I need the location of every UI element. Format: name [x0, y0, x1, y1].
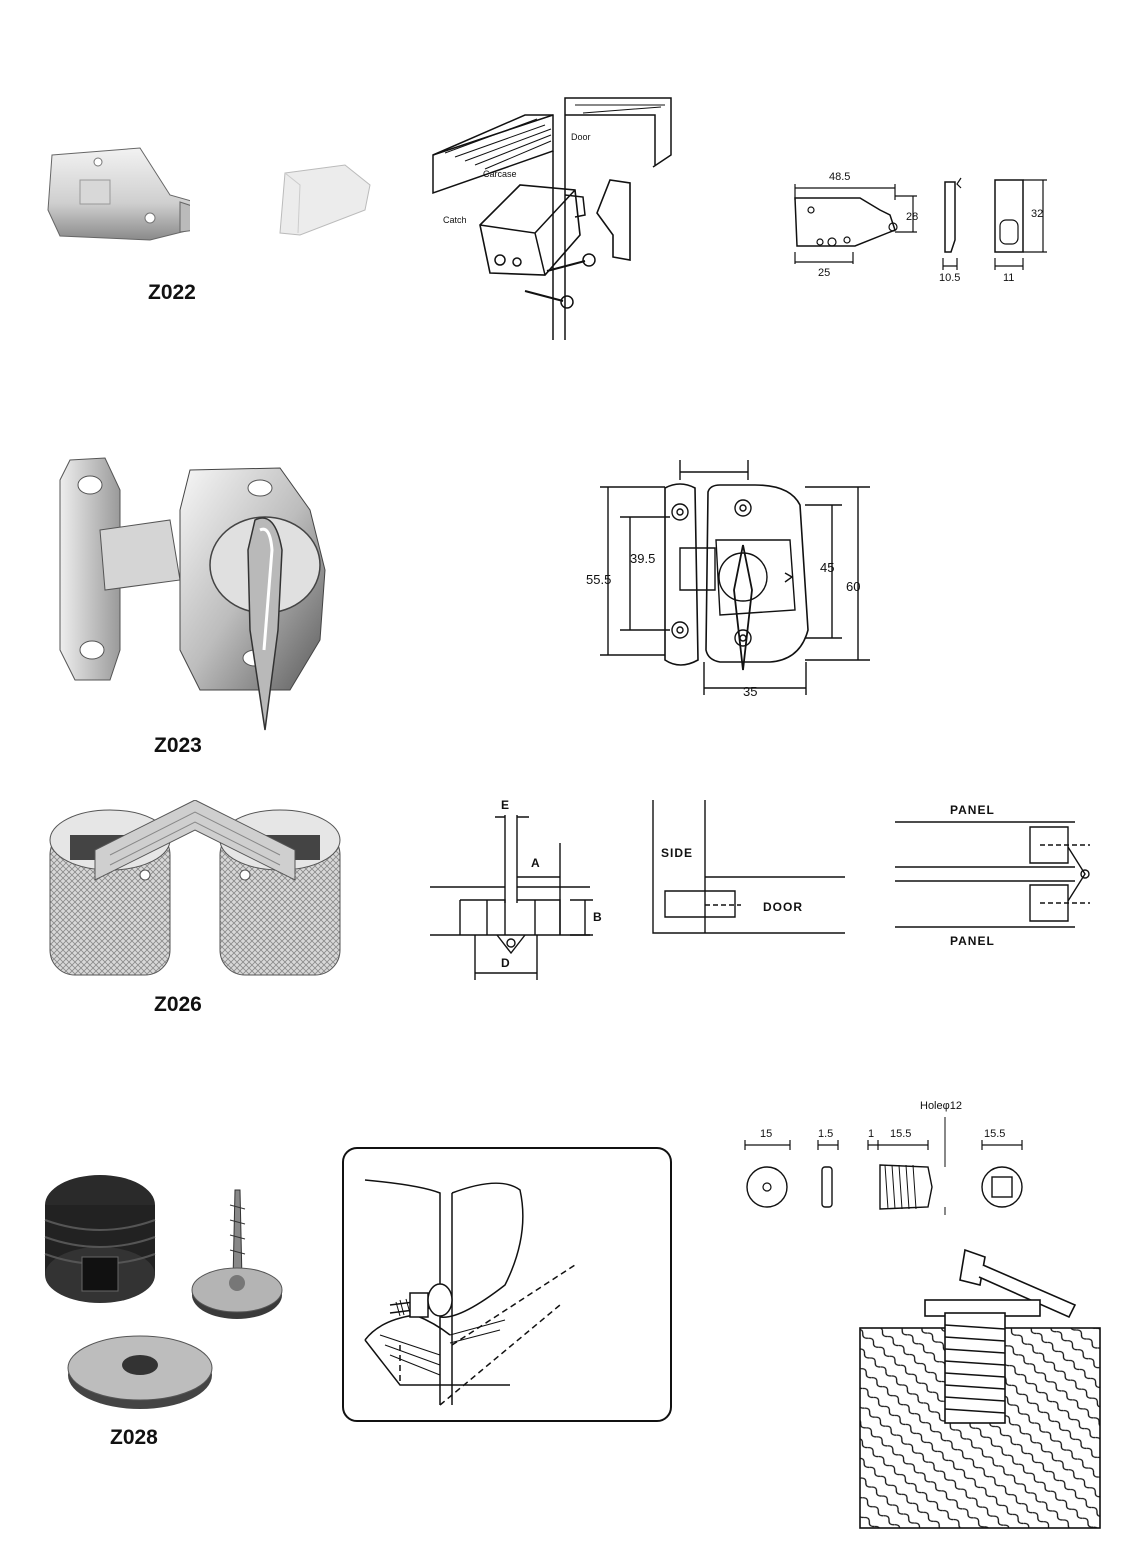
z026-panel-drawing: PANEL PANEL — [895, 803, 1090, 948]
label-carcase: Carcase — [483, 169, 517, 179]
product-code: Z028 — [110, 1426, 158, 1449]
dim-width: 48.5 — [829, 171, 850, 183]
dim-total-height-left: 55.5 — [586, 572, 611, 587]
label-door: Door — [571, 132, 591, 142]
label-side: SIDE — [661, 846, 693, 860]
z023-dimension-drawing: 39.5 55.5 45 60 35 — [586, 460, 870, 699]
z023-sash-fastener-photo — [59, 457, 326, 731]
product-code: Z023 — [154, 734, 202, 757]
z028-connector-photo — [44, 1175, 283, 1409]
label-panel-top: PANEL — [950, 803, 995, 817]
dim-base: 25 — [818, 267, 830, 279]
z028-dimension-drawing: 15 1.5 1 15.5 Holeφ12 15.5 — [744, 1100, 1023, 1215]
label-panel-bottom: PANEL — [950, 934, 995, 948]
dim-hole: Holeφ12 — [920, 1100, 962, 1112]
dim-disc-thickness: 1.5 — [818, 1128, 833, 1140]
dim-flange: 1 — [868, 1128, 874, 1140]
dim-square: 15.5 — [984, 1128, 1005, 1140]
z028-hammer-insertion-diagram — [859, 1248, 1101, 1529]
z022-strike-photo — [279, 164, 371, 236]
dim-total-height-right: 60 — [846, 579, 860, 594]
dim-length: 15.5 — [890, 1128, 911, 1140]
dim-inner-height-right: 45 — [820, 560, 834, 575]
dim-width: 35 — [743, 684, 757, 699]
product-code: Z022 — [148, 281, 196, 304]
z022-catch-photo — [47, 147, 190, 241]
z026-side-door-drawing: SIDE DOOR — [652, 800, 845, 934]
dim-disc-diameter: 15 — [760, 1128, 772, 1140]
product-code: Z026 — [154, 993, 202, 1016]
dim-strike-height: 32 — [1031, 208, 1043, 220]
label-door: DOOR — [763, 900, 803, 914]
z022-installation-diagram: Door Carcase Catch — [432, 97, 672, 340]
dim-height: 28 — [906, 211, 918, 223]
label-d: D — [501, 956, 510, 970]
label-b: B — [593, 910, 602, 924]
label-catch: Catch — [443, 215, 467, 225]
label-e: E — [501, 798, 509, 812]
z026-invisible-hinge-photo — [49, 800, 341, 976]
z022-dimension-drawing: 48.5 28 25 10.5 11 32 — [794, 171, 1047, 284]
z028-installation-diagram — [342, 1147, 672, 1422]
label-a: A — [531, 856, 540, 870]
z026-section-drawing: E A B D — [430, 798, 602, 980]
dim-inner-height: 39.5 — [630, 551, 655, 566]
dim-strike-depth: 10.5 — [939, 272, 960, 284]
dim-strike-width: 11 — [1003, 272, 1014, 284]
